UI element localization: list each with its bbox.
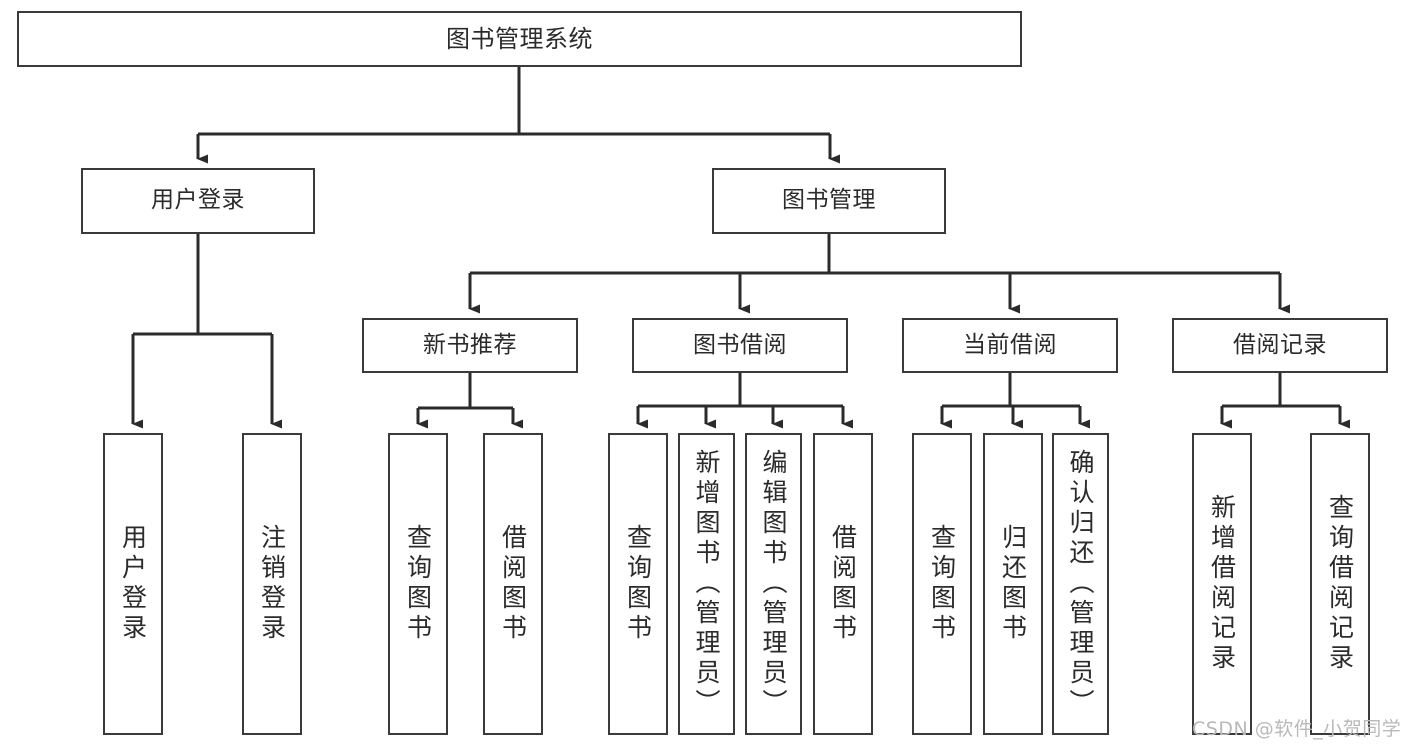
node-label: 用户登录 [118, 524, 148, 644]
node-new-book-recommend[interactable]: 新书推荐 [362, 318, 578, 373]
node-leaf-query-book-borrow[interactable]: 查询图书 [608, 433, 668, 735]
node-leaf-add-borrow-record[interactable]: 新增借阅记录 [1192, 433, 1252, 735]
node-user-login[interactable]: 用户登录 [81, 168, 315, 234]
node-leaf-return-book[interactable]: 归还图书 [983, 433, 1043, 735]
node-label: 用户登录 [151, 187, 245, 214]
node-label: 注销登录 [257, 524, 287, 644]
node-current-borrow[interactable]: 当前借阅 [902, 318, 1118, 373]
node-label: 图书管理系统 [446, 24, 593, 53]
node-leaf-borrow-book[interactable]: 借阅图书 [813, 433, 873, 735]
node-label: 新书推荐 [423, 331, 517, 358]
node-label: 借阅记录 [1233, 331, 1327, 358]
node-borrow-record[interactable]: 借阅记录 [1172, 318, 1388, 373]
node-root-system[interactable]: 图书管理系统 [17, 11, 1022, 67]
node-book-borrow[interactable]: 图书借阅 [632, 318, 848, 373]
node-leaf-borrow-book-recommend[interactable]: 借阅图书 [483, 433, 543, 735]
node-leaf-confirm-return-admin[interactable]: 确认归还（管理员） [1052, 433, 1109, 735]
node-leaf-query-book-current[interactable]: 查询图书 [912, 433, 972, 735]
node-leaf-edit-book-admin[interactable]: 编辑图书（管理员） [745, 433, 802, 735]
node-leaf-logout-login[interactable]: 注销登录 [242, 433, 302, 735]
node-book-manage[interactable]: 图书管理 [712, 168, 946, 234]
node-label: 借阅图书 [828, 524, 858, 644]
node-label: 查询图书 [403, 524, 433, 644]
node-label: 新增图书（管理员） [692, 449, 721, 719]
node-label: 查询借阅记录 [1325, 494, 1355, 674]
node-label: 编辑图书（管理员） [759, 449, 788, 719]
node-label: 归还图书 [998, 524, 1028, 644]
node-label: 当前借阅 [963, 331, 1057, 358]
node-label: 新增借阅记录 [1207, 494, 1237, 674]
node-label: 图书借阅 [693, 331, 787, 358]
node-label: 查询图书 [927, 524, 957, 644]
node-label: 确认归还（管理员） [1066, 449, 1095, 719]
node-leaf-query-borrow-record[interactable]: 查询借阅记录 [1310, 433, 1370, 735]
node-leaf-user-login[interactable]: 用户登录 [103, 433, 163, 735]
node-label: 借阅图书 [498, 524, 528, 644]
node-label: 图书管理 [782, 187, 876, 214]
node-label: 查询图书 [623, 524, 653, 644]
node-leaf-query-book-recommend[interactable]: 查询图书 [388, 433, 448, 735]
node-leaf-add-book-admin[interactable]: 新增图书（管理员） [678, 433, 735, 735]
